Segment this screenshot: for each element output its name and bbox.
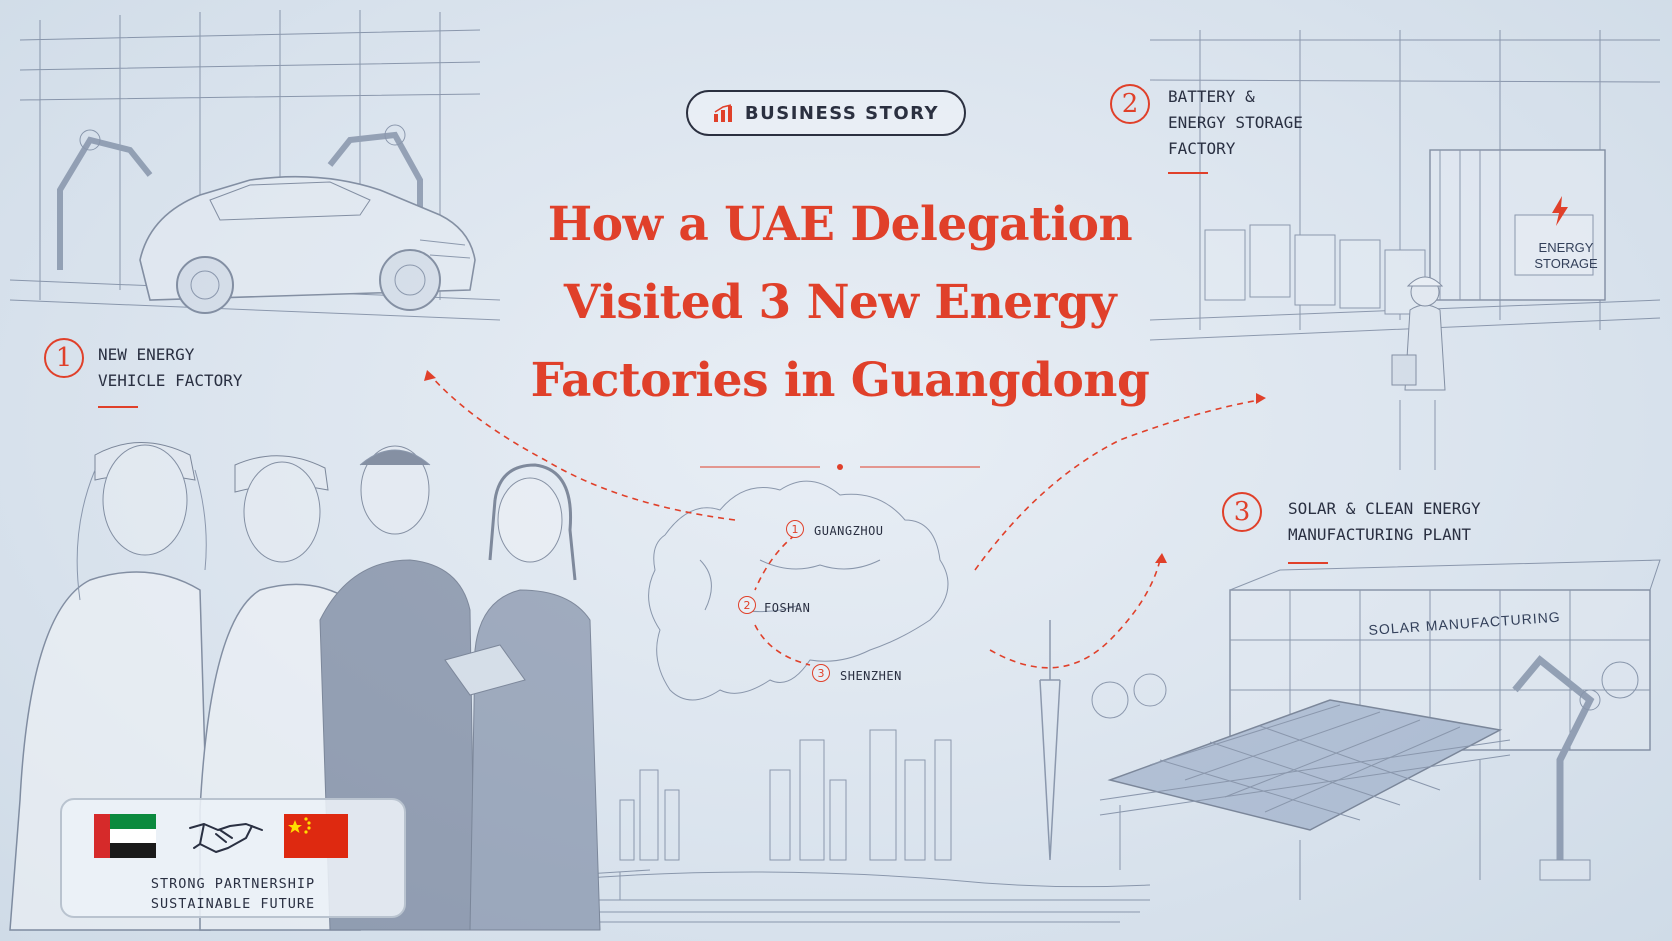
factory-1-label: NEW ENERGY VEHICLE FACTORY <box>98 345 243 390</box>
title-line-3: Factories in Guangdong <box>530 353 1150 408</box>
solar-plant-scene <box>1091 559 1661 900</box>
route-arrow-to-factory-2 <box>974 399 1261 571</box>
china-flag-icon <box>284 814 348 858</box>
partnership-line-1: STRONG PARTNERSHIP <box>150 876 316 892</box>
factory-2-label: BATTERY & ENERGY STORAGE FACTORY <box>1168 87 1303 158</box>
map-city-shenzhen: SHENZHEN <box>840 669 902 683</box>
arrowhead-icon <box>1155 553 1167 563</box>
route-guangzhou-foshan <box>754 534 796 591</box>
guangdong-map <box>648 480 949 701</box>
map-pin-2: 2 <box>738 596 756 614</box>
factory-2-number: 2 <box>1110 84 1150 124</box>
map-pin-1: 1 <box>786 520 804 538</box>
ev-factory-scene <box>9 10 501 321</box>
business-story-badge: BUSINESS STORY <box>686 90 966 136</box>
page-title: How a UAE Delegation Visited 3 New Energ… <box>480 186 1200 420</box>
partnership-card: STRONG PARTNERSHIP SUSTAINABLE FUTURE <box>60 798 406 918</box>
factory-1-number: 1 <box>44 338 84 378</box>
partnership-caption: STRONG PARTNERSHIP SUSTAINABLE FUTURE <box>62 874 404 914</box>
factory-3-label: SOLAR & CLEAN ENERGY MANUFACTURING PLANT <box>1288 499 1481 544</box>
uae-flag-icon <box>94 814 156 858</box>
route-arrow-to-factory-3 <box>989 559 1161 669</box>
energy-storage-sign: ENERGY STORAGE <box>1534 240 1598 271</box>
factory-3-number: 3 <box>1222 492 1262 532</box>
factory-2-underline <box>1168 172 1208 174</box>
handshake-icon <box>189 823 263 853</box>
battery-factory-scene <box>1149 30 1661 470</box>
lightning-icon <box>1552 196 1568 226</box>
title-line-1: How a UAE Delegation <box>547 197 1133 252</box>
factory-3-underline <box>1288 562 1328 564</box>
route-foshan-shenzhen <box>754 624 811 666</box>
bar-chart-icon <box>713 104 732 122</box>
title-line-2: Visited 3 New Energy <box>563 275 1117 330</box>
factory-1-underline <box>98 406 138 408</box>
map-city-foshan: FOSHAN <box>764 601 811 615</box>
arrowhead-icon <box>1256 393 1266 404</box>
route-arrow-to-factory-1 <box>429 374 736 521</box>
title-divider <box>700 464 980 470</box>
map-city-guangzhou: GUANGZHOU <box>814 524 884 538</box>
map-pin-3: 3 <box>812 664 830 682</box>
partnership-line-2: SUSTAINABLE FUTURE <box>150 896 316 912</box>
badge-label: BUSINESS STORY <box>744 102 940 124</box>
arrowhead-icon <box>424 370 436 381</box>
